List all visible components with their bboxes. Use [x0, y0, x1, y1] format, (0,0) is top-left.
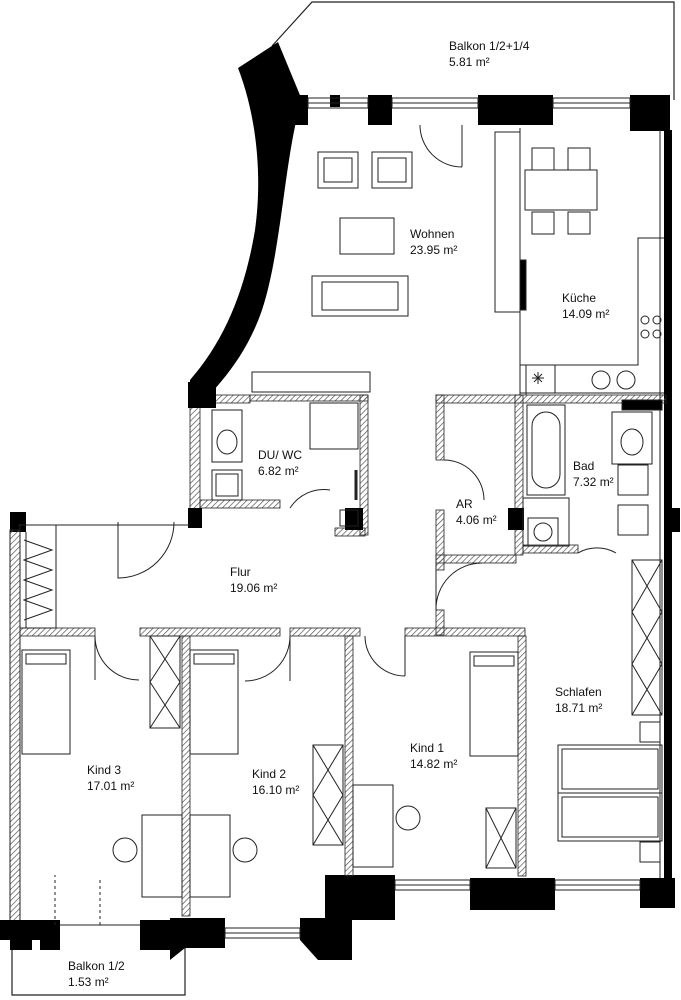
room-label-kueche: Küche 14.09 m²: [562, 290, 609, 322]
curved-outer-wall: [190, 42, 302, 392]
living-furniture: [251, 124, 463, 393]
room-label-du-wc: DU/ WC 6.82 m²: [258, 447, 302, 479]
room-name: Kind 3: [87, 763, 122, 777]
room-label-bad: Bad 7.32 m²: [573, 458, 614, 490]
balcony-bottom: [11, 945, 186, 996]
room-area: 14.82 m²: [410, 757, 458, 771]
interior-walls: [19, 394, 667, 917]
room-name: Flur: [230, 565, 251, 579]
room-name: Kind 1: [410, 741, 445, 755]
kitchen-fixtures: [494, 128, 664, 395]
room-label-schlafen: Schlafen 18.71 m²: [555, 684, 602, 716]
room-area: 1.53 m²: [68, 975, 109, 989]
room-label-wohnen: Wohnen 23.95 m²: [410, 226, 457, 258]
bottom-windows: [60, 879, 641, 939]
bottom-wall: [0, 875, 675, 960]
room-area: 16.10 m²: [252, 783, 300, 797]
room-label-kind3: Kind 3 17.01 m²: [87, 762, 134, 794]
room-name: Bad: [573, 459, 595, 473]
room-label-flur: Flur 19.06 m²: [230, 564, 277, 596]
room-area: 6.82 m²: [258, 464, 299, 478]
room-name: DU/ WC: [258, 448, 302, 462]
room-area: 7.32 m²: [573, 475, 614, 489]
room-name: Kind 2: [252, 767, 287, 781]
top-windows: [307, 97, 631, 109]
west-wall: [9, 512, 32, 950]
wc-fixtures: [211, 402, 359, 527]
room-name: Küche: [562, 291, 597, 305]
room-area: 18.71 m²: [555, 701, 603, 715]
room-name: AR: [456, 497, 473, 511]
room-area: 4.06 m²: [456, 513, 497, 527]
room-area: 5.81 m²: [449, 55, 490, 69]
room-label-kind1: Kind 1 14.82 m²: [410, 740, 457, 772]
room-name: Schlafen: [555, 685, 602, 699]
room-area: 14.09 m²: [562, 307, 610, 321]
hall-elements: [18, 521, 483, 682]
room-name: Balkon 1/2+1/4: [449, 39, 530, 53]
room-name: Balkon 1/2: [68, 959, 125, 973]
outline: [19, 532, 27, 920]
bedroom-furniture: [21, 559, 663, 925]
room-label-balkon-top: Balkon 1/2+1/4 5.81 m²: [449, 38, 529, 70]
room-area: 23.95 m²: [410, 243, 458, 257]
bath-fixtures: [443, 399, 663, 554]
room-label-balkon-bottom: Balkon 1/2 1.53 m²: [68, 958, 125, 990]
east-wall: [659, 130, 680, 880]
balcony-top: [271, 1, 675, 100]
room-name: Wohnen: [410, 227, 455, 241]
room-area: 19.06 m²: [230, 581, 278, 595]
top-wall: [292, 95, 670, 131]
room-area: 17.01 m²: [87, 779, 135, 793]
room-label-kind2: Kind 2 16.10 m²: [252, 766, 299, 798]
room-label-ar: AR 4.06 m²: [456, 496, 497, 528]
